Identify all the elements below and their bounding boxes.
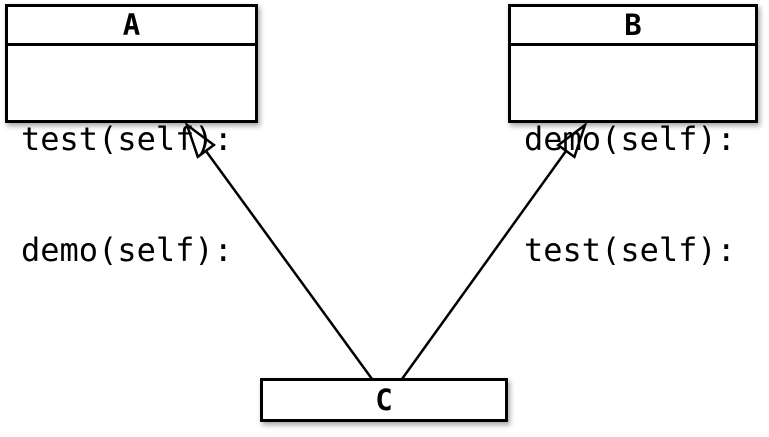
hollow-triangle-arrowhead-icon bbox=[556, 121, 588, 159]
inheritance-arrow-c-to-b bbox=[400, 121, 588, 380]
hollow-triangle-arrowhead-icon bbox=[184, 121, 217, 159]
class-name-b: B bbox=[511, 7, 755, 46]
method-label: demo(self): bbox=[524, 120, 736, 158]
method-label: test(self): bbox=[524, 231, 736, 269]
class-name-a: A bbox=[8, 7, 255, 46]
class-box-c: C bbox=[260, 378, 508, 422]
class-box-b: B demo(self): test(self): bbox=[508, 4, 758, 269]
method-label: demo(self): bbox=[21, 231, 233, 269]
inheritance-arrow-c-to-a bbox=[184, 121, 374, 380]
method-label: test(self): bbox=[21, 120, 233, 158]
class-methods-a: test(self): demo(self): bbox=[8, 46, 255, 343]
class-box-a: A test(self): demo(self): bbox=[5, 4, 258, 269]
edge-line-c-to-a bbox=[204, 150, 374, 380]
class-methods-b: demo(self): test(self): bbox=[511, 46, 755, 343]
class-name-c: C bbox=[375, 383, 393, 417]
edge-line-c-to-b bbox=[400, 150, 568, 380]
